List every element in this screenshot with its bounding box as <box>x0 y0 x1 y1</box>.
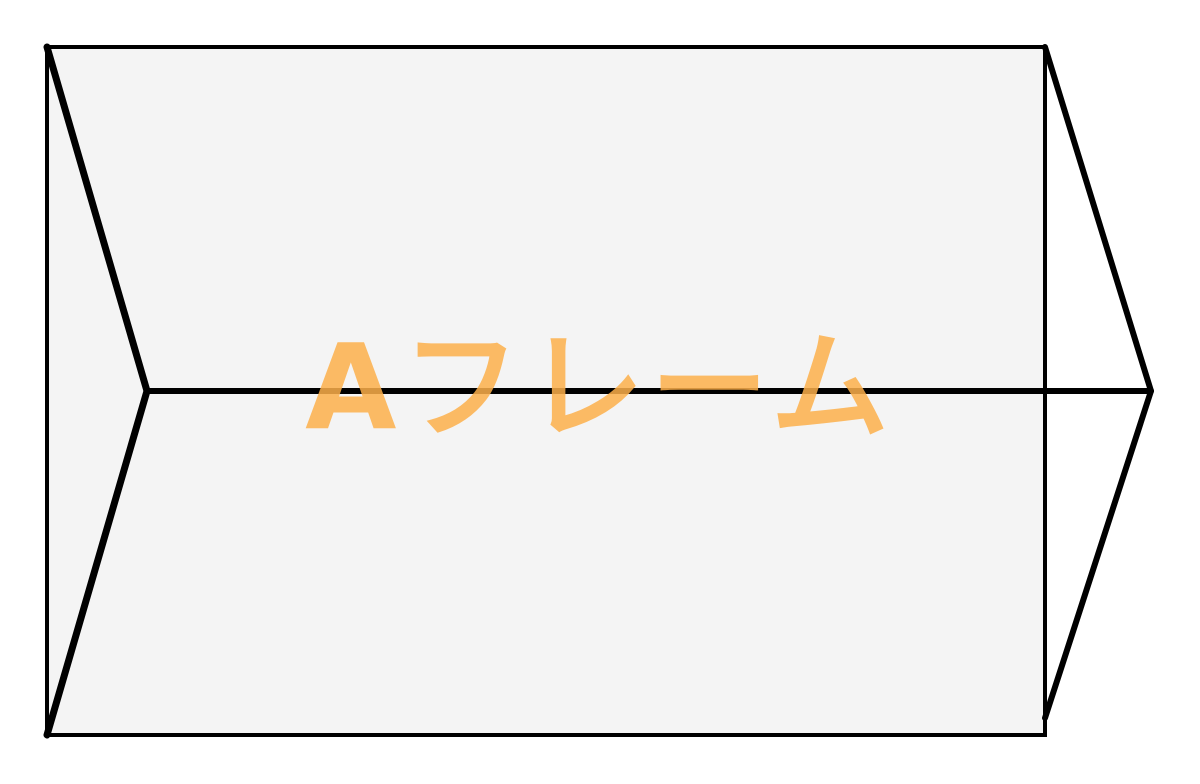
left-lower-leg <box>43 387 151 739</box>
right-lower-leg <box>1042 388 1154 721</box>
diagram-label: Aフレーム <box>305 318 895 456</box>
right-upper-leg <box>1042 44 1154 394</box>
left-upper-leg <box>43 43 151 395</box>
